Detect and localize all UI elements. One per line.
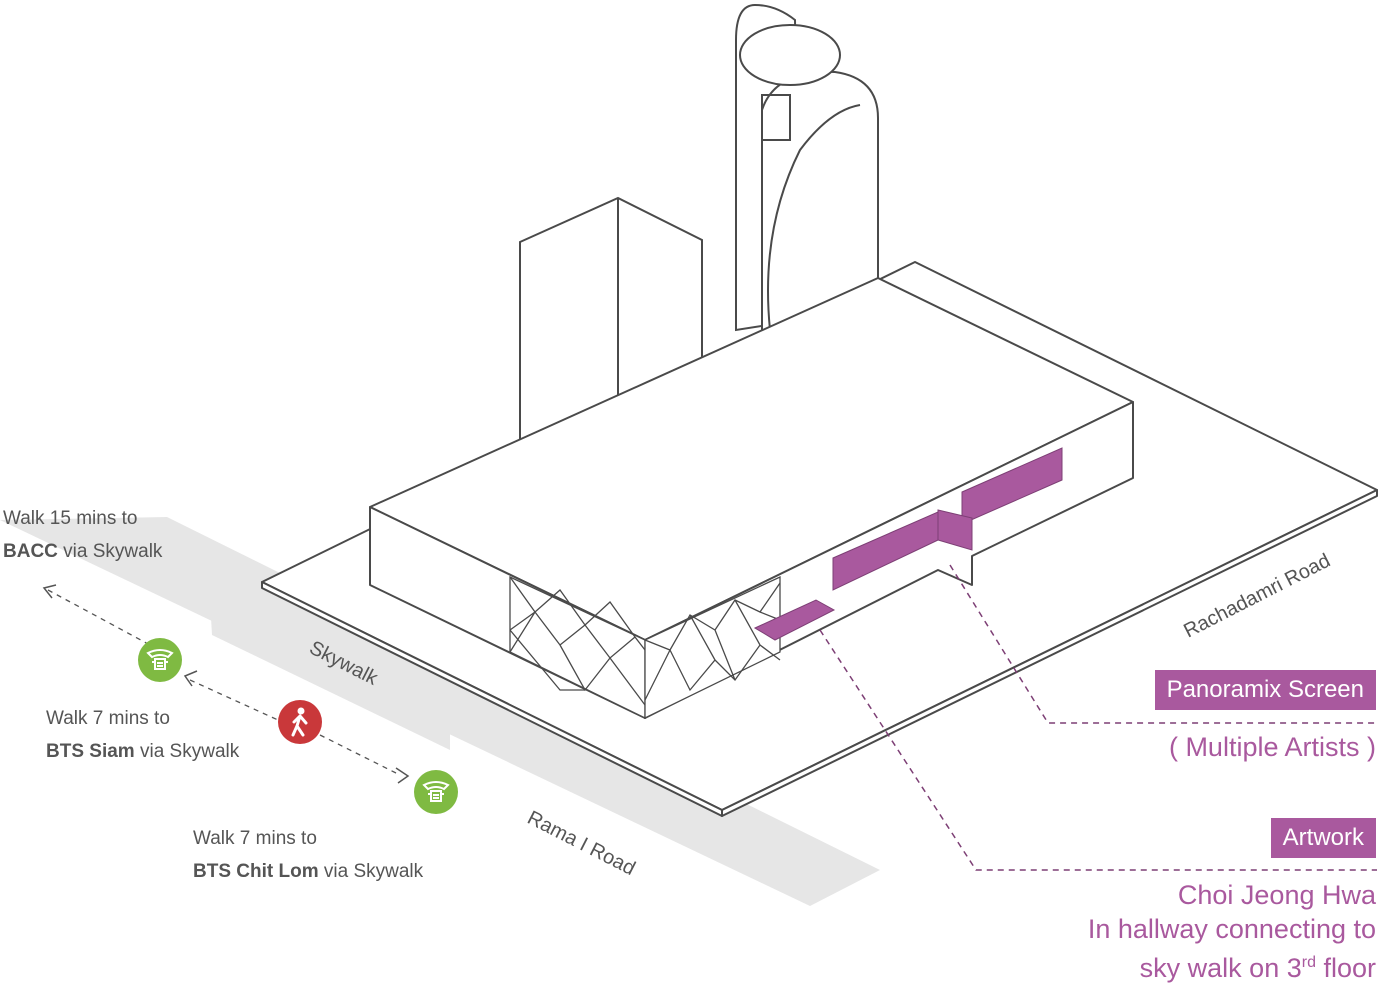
walk-bacc-text: Walk 15 mins to BACC via Skywalk	[3, 508, 163, 562]
cylinder-tower	[735, 3, 879, 350]
panoramix-desc: ( Multiple Artists )	[1168, 732, 1376, 762]
artwork-location-1: In hallway connecting to	[1087, 914, 1376, 944]
arrow-heads	[42, 584, 410, 784]
siam-dest: BTS Siam	[46, 741, 135, 762]
bacc-dest: BACC	[3, 541, 58, 562]
walk-route-arrows	[47, 589, 401, 776]
artist-name: Choi Jeong Hwa	[1177, 880, 1376, 910]
lattice-facade	[509, 575, 781, 720]
panoramix-tag: Panoramix Screen	[1154, 670, 1376, 710]
walking-person-icon	[278, 700, 322, 744]
rama-road-label: Rama I Road	[524, 807, 639, 880]
artwork-tag: Artwork	[1270, 818, 1376, 858]
walk-siam-text: Walk 7 mins to BTS Siam via Skywalk	[46, 708, 240, 762]
bts-train-icon	[138, 638, 182, 682]
chitlom-dest: BTS Chit Lom	[193, 861, 319, 882]
walk-chitlom-text: Walk 7 mins to BTS Chit Lom via Skywalk	[193, 828, 424, 882]
panoramix-screen-panels	[753, 447, 1063, 641]
artwork-desc: Choi Jeong Hwa In hallway connecting to …	[1088, 878, 1376, 985]
artwork-location-2: sky walk on 3rd floor	[1139, 953, 1376, 983]
bts-train-icon	[414, 770, 458, 814]
leader-lines	[819, 564, 1377, 871]
